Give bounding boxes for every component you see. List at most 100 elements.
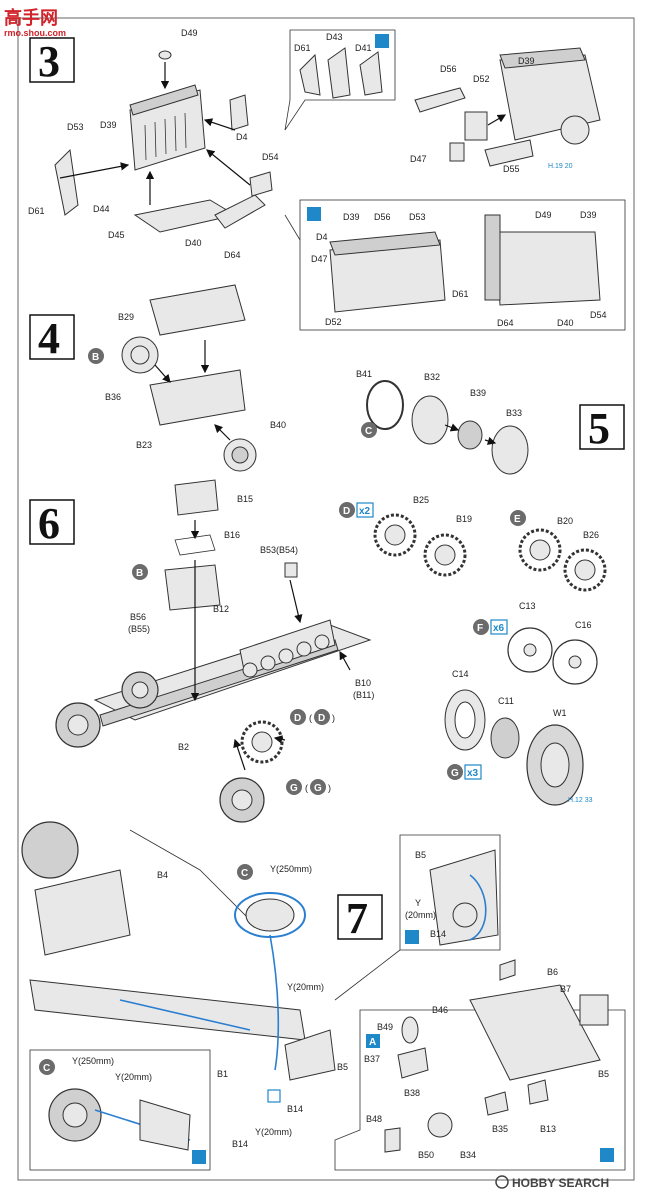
d7-label-b49: B49 <box>377 1022 393 1032</box>
label-b20: B20 <box>557 516 573 526</box>
sprue-letter-e: E <box>514 514 521 525</box>
qty-text: x2 <box>359 506 371 517</box>
label-b4: B4 <box>157 870 168 880</box>
step-box <box>29 314 75 360</box>
detail-engine-right <box>494 231 601 306</box>
d7-label-b7: B7 <box>560 984 571 994</box>
label-b12: B12 <box>213 604 229 614</box>
step-number: 3 <box>38 37 60 86</box>
sprue-letter: C <box>365 426 372 437</box>
label-c16: C16 <box>575 620 592 630</box>
wheel-assemblies: D x2 B25 B19 E B20 B26 F x6 C13 C16 G <box>339 495 607 806</box>
sprue-marker-g <box>286 779 302 795</box>
step-box <box>29 499 75 545</box>
inset-label-b14: B14 <box>430 929 446 939</box>
d-label-d61: D61 <box>452 289 469 299</box>
label-d41: D41 <box>355 43 372 53</box>
label-b32: B32 <box>424 372 440 382</box>
label-d55: D55 <box>503 164 520 174</box>
disc-b32 <box>411 395 449 445</box>
step-number: 5 <box>588 404 610 453</box>
detail-engine-left-head <box>329 231 441 256</box>
battery-b15 <box>174 479 219 516</box>
ring-b41 <box>366 380 404 430</box>
part-d55 <box>484 139 534 167</box>
inset-label-y: Y <box>415 898 421 908</box>
bracket-right <box>229 94 249 131</box>
watermark-top: 高手网 <box>4 7 58 29</box>
label-y20b: Y(20mm) <box>255 1127 292 1137</box>
label-d56: D56 <box>440 64 457 74</box>
brand-text: HOBBY SEARCH <box>512 1176 609 1190</box>
qty-text: x6 <box>493 623 505 634</box>
sprocket-b20 <box>518 528 562 572</box>
label-b16: B16 <box>224 530 240 540</box>
step-box <box>337 894 383 940</box>
pipe-d56 <box>414 87 466 113</box>
part-b50 <box>427 1112 453 1138</box>
rim-c13 <box>507 627 553 673</box>
sprue-marker-d <box>290 709 306 725</box>
label-d4: D4 <box>236 132 248 142</box>
label-y20: Y(20mm) <box>287 982 324 992</box>
part-d47 <box>449 142 465 162</box>
label-c11: C11 <box>498 696 514 706</box>
label-b41: B41 <box>356 369 372 379</box>
d7-label-b46: B46 <box>432 1005 448 1015</box>
brand-logo-icon <box>495 1175 509 1189</box>
sprue-marker-d <box>339 502 355 518</box>
paint-icon <box>375 34 389 48</box>
part-b46 <box>401 1016 419 1044</box>
label-d44: D44 <box>93 204 110 214</box>
detail-engine-right-plate <box>484 214 501 301</box>
transmission-b <box>164 564 221 611</box>
step-7: 7 C B4 Y(250mm) Y(20mm) B1 B5 B14 B14 Y(… <box>21 821 626 1171</box>
sprue-letter-g: G <box>451 768 459 779</box>
inset-label-y250: Y(250mm) <box>72 1056 114 1066</box>
sprue-marker-e <box>510 510 526 526</box>
label-b29: B29 <box>118 312 134 322</box>
sprue-marker <box>88 348 104 364</box>
sprue-letter-d2: D <box>318 713 325 724</box>
label-d61: D61 <box>28 206 45 216</box>
glue-icon <box>267 1089 281 1103</box>
d-label-d56: D56 <box>374 212 391 222</box>
sprocket-b19 <box>423 533 467 577</box>
sprocket-b25 <box>373 513 417 557</box>
d7-label-b37: B37 <box>364 1054 380 1064</box>
callout-part-3 <box>359 51 383 96</box>
inset-label-20mm: (20mm) <box>405 910 436 920</box>
hub-c11 <box>490 717 520 759</box>
engine-cover <box>34 869 131 956</box>
sprue-marker-d2 <box>314 709 330 725</box>
paint-icon <box>192 1150 206 1164</box>
label-d45: D45 <box>108 230 125 240</box>
label-b36: B36 <box>105 392 121 402</box>
step-number: 7 <box>346 894 368 943</box>
sprue-marker-g <box>447 764 463 780</box>
inset-label-y20: Y(20mm) <box>115 1072 152 1082</box>
label-d54: D54 <box>262 152 279 162</box>
sprue-letter-d: D <box>343 506 350 517</box>
part-b5-7 <box>284 1029 336 1081</box>
part-d52 <box>464 111 488 141</box>
cable-run <box>269 934 280 1071</box>
label-b33: B33 <box>506 408 522 418</box>
inset-frame <box>429 849 499 946</box>
cable-b4 <box>129 829 261 931</box>
label-d61b: D61 <box>294 43 311 53</box>
label-d52: D52 <box>473 74 490 84</box>
d-label-d47: D47 <box>311 254 328 264</box>
step-number: 4 <box>38 314 60 363</box>
manifold <box>214 194 266 229</box>
label-b15: B15 <box>237 494 253 504</box>
label-d39c: D39 <box>518 56 535 66</box>
page-frame <box>17 17 635 1181</box>
label-y250: Y(250mm) <box>270 864 312 874</box>
label-b25: B25 <box>413 495 429 505</box>
road-wheels <box>242 634 330 678</box>
d7-label-b48: B48 <box>366 1114 382 1124</box>
label-b53: B53(B54) <box>260 545 298 555</box>
d-label-d49: D49 <box>535 210 552 220</box>
label-d39: D39 <box>100 120 117 130</box>
